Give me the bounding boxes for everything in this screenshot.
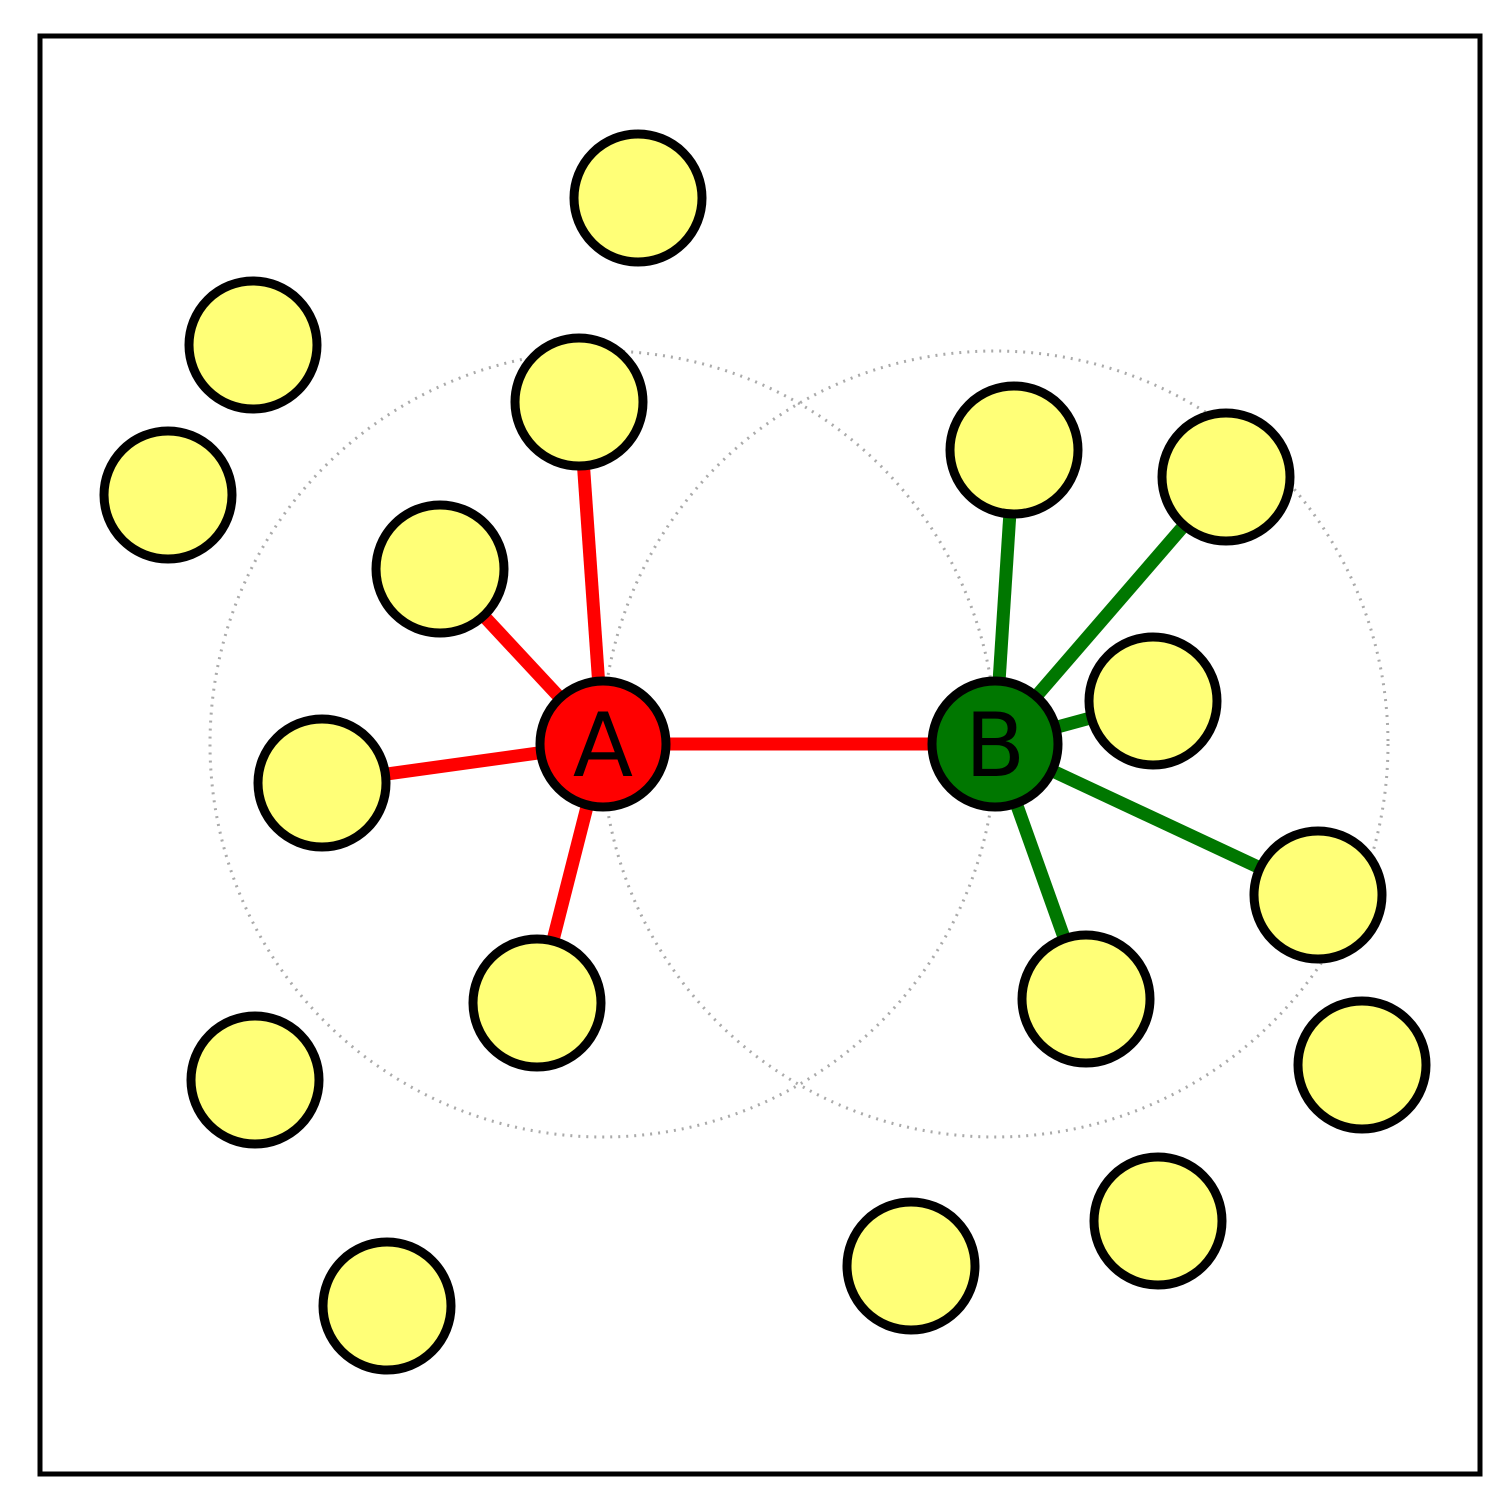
node-u8[interactable] <box>1293 996 1431 1134</box>
hub-a[interactable]: A <box>535 676 671 812</box>
hub-b-label: B <box>965 694 1025 797</box>
node-b5[interactable] <box>1017 930 1155 1068</box>
node-a2[interactable] <box>371 500 509 638</box>
node-u3[interactable] <box>99 426 237 564</box>
node-b1[interactable] <box>945 381 1083 519</box>
hub-a-label: A <box>573 694 633 797</box>
node-u6[interactable] <box>842 1197 980 1335</box>
node-b4[interactable] <box>1249 826 1387 964</box>
node-u7[interactable] <box>1089 1152 1227 1290</box>
node-b2[interactable] <box>1157 408 1295 546</box>
node-a4[interactable] <box>468 934 606 1072</box>
range-circle-b <box>600 349 1390 1139</box>
nodes <box>99 129 1431 1375</box>
hub-a-circle <box>535 676 671 812</box>
node-a3[interactable] <box>253 714 391 852</box>
frame <box>37 33 1483 1477</box>
node-u1[interactable] <box>569 129 707 267</box>
node-a1[interactable] <box>510 333 648 471</box>
node-u2[interactable] <box>184 276 322 414</box>
hub-b-circle <box>927 676 1063 812</box>
node-b3[interactable] <box>1084 632 1222 770</box>
node-u4[interactable] <box>186 1011 324 1149</box>
hub-b[interactable]: B <box>927 676 1063 812</box>
node-u5[interactable] <box>318 1237 456 1375</box>
